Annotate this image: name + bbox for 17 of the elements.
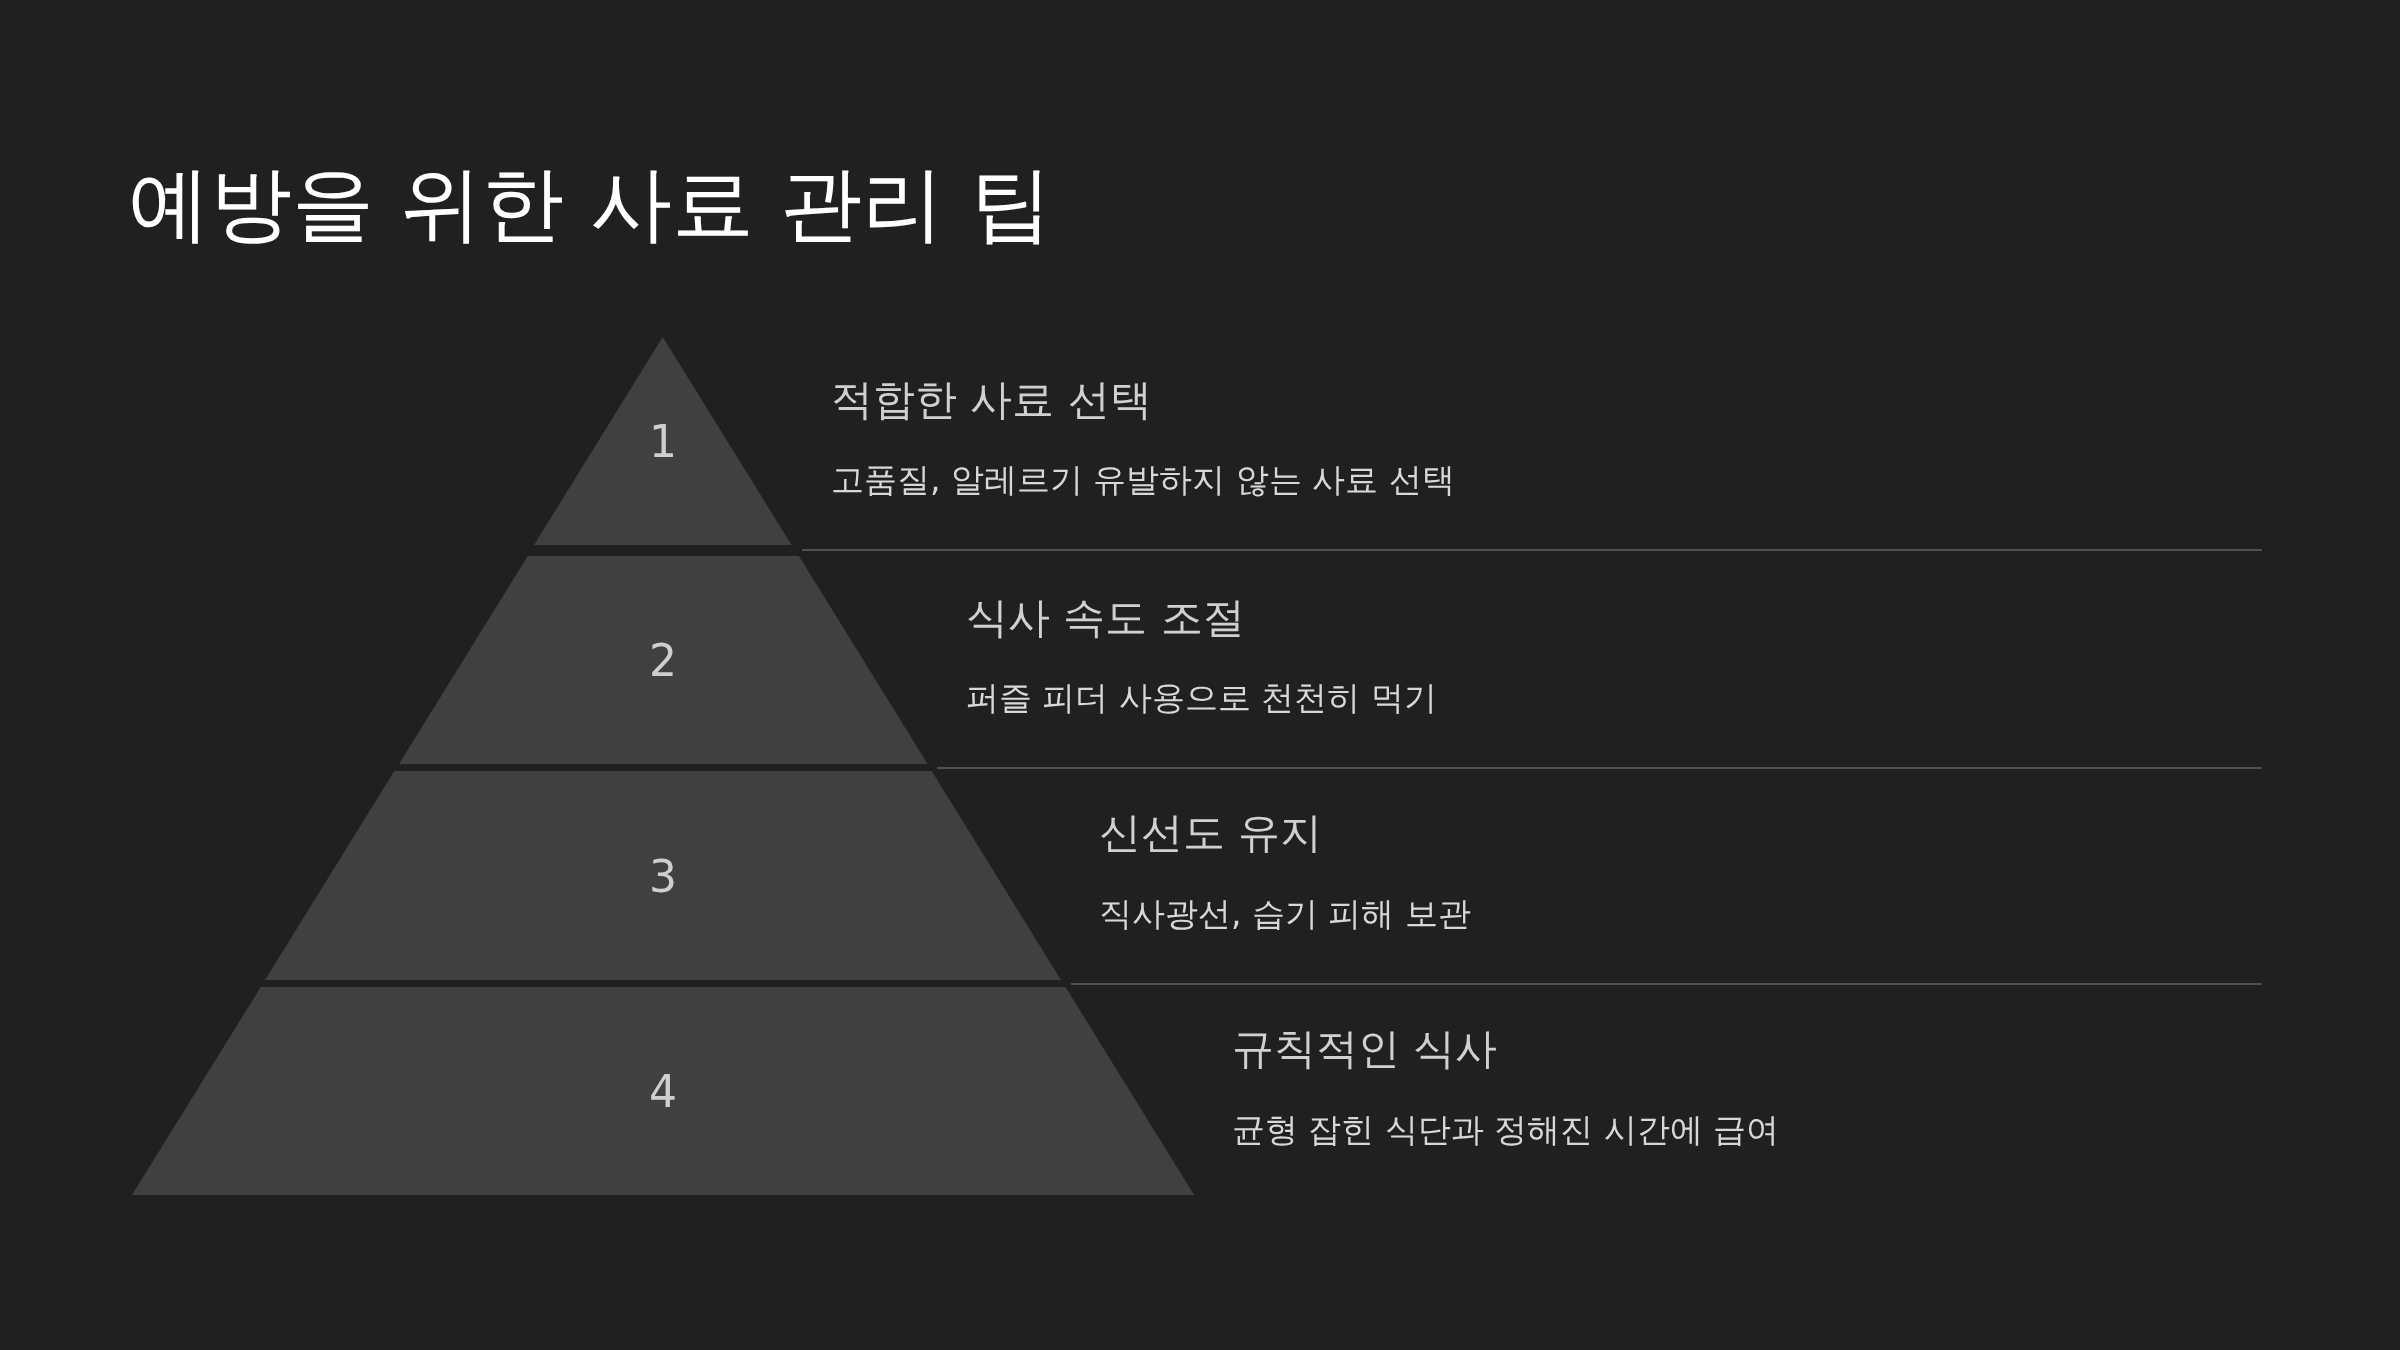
tip-description: 균형 잡힌 식단과 정해진 시간에 급여 xyxy=(1232,1109,1780,1151)
tip-heading: 적합한 사료 선택 xyxy=(831,374,1152,426)
tip-description: 고품질, 알레르기 유발하지 않는 사료 선택 xyxy=(831,459,1455,501)
pyramid-tier xyxy=(264,771,1061,980)
tip-description: 퍼즐 피더 사용으로 천천히 먹기 xyxy=(966,677,1437,719)
tier-number: 2 xyxy=(649,634,677,686)
tip-heading: 식사 속도 조절 xyxy=(966,592,1245,644)
tip-description: 직사광선, 습기 피해 보관 xyxy=(1099,893,1471,935)
tier-number: 1 xyxy=(649,415,677,467)
tier-number: 4 xyxy=(649,1065,677,1117)
tier-number: 3 xyxy=(649,850,677,901)
tip-heading: 신선도 유지 xyxy=(1099,807,1323,859)
pyramid-tier xyxy=(534,337,792,545)
tip-heading: 규칙적인 식사 xyxy=(1232,1023,1498,1075)
pyramid-tier xyxy=(131,987,1195,1195)
pyramid-tier xyxy=(398,556,928,764)
slide-title: 예방을 위한 사료 관리 팁 xyxy=(128,155,1053,253)
